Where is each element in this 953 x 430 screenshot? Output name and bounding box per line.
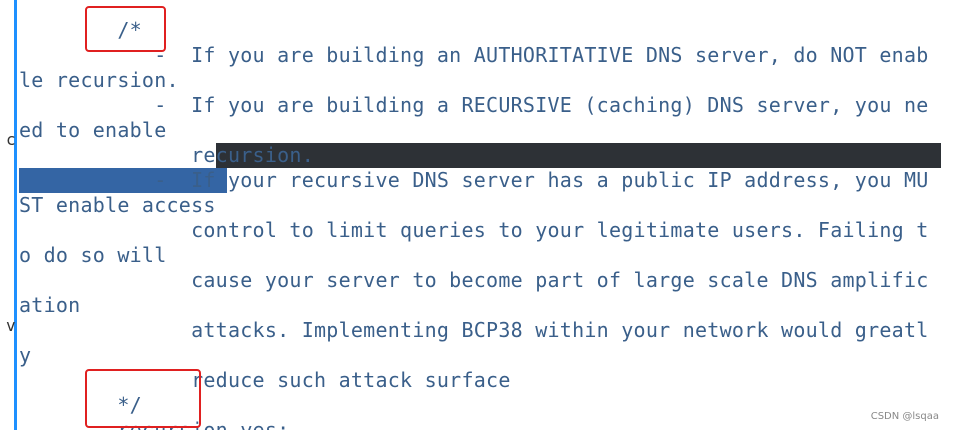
selection-highlight-dark: [216, 143, 941, 168]
code-line: /*: [19, 18, 142, 42]
code-line: */: [19, 393, 142, 417]
left-gutter: c v: [0, 0, 17, 430]
code-line: ed to enable: [19, 118, 167, 142]
annotation-box-comment-start: [85, 6, 166, 52]
selection-highlight-blue: [19, 168, 227, 193]
code-line: ST enable access: [19, 193, 216, 217]
gutter-char: v: [6, 316, 16, 335]
editor-text-area[interactable]: /* - If you are building an AUTHORITATIV…: [19, 0, 941, 430]
code-line-selected: recursion.: [19, 143, 314, 167]
code-line: cause your server to become part of larg…: [19, 268, 929, 292]
code-line: reduce such attack surface: [19, 368, 511, 392]
code-line-selected: - If your recursive DNS server has a pub…: [19, 168, 929, 192]
gutter-char: c: [6, 130, 16, 149]
code-line: control to limit queries to your legitim…: [19, 218, 929, 242]
code-line: - If you are building a RECURSIVE (cachi…: [19, 93, 929, 117]
code-line: attacks. Implementing BCP38 within your …: [19, 318, 929, 342]
annotation-box-comment-end: [85, 369, 201, 428]
code-line: o do so will: [19, 243, 167, 267]
code-line: y: [19, 343, 32, 367]
code-line: - If you are building an AUTHORITATIVE D…: [19, 43, 929, 67]
code-line: le recursion.: [19, 68, 179, 92]
code-line: ation: [19, 293, 81, 317]
watermark: CSDN @lsqaa: [870, 411, 939, 422]
